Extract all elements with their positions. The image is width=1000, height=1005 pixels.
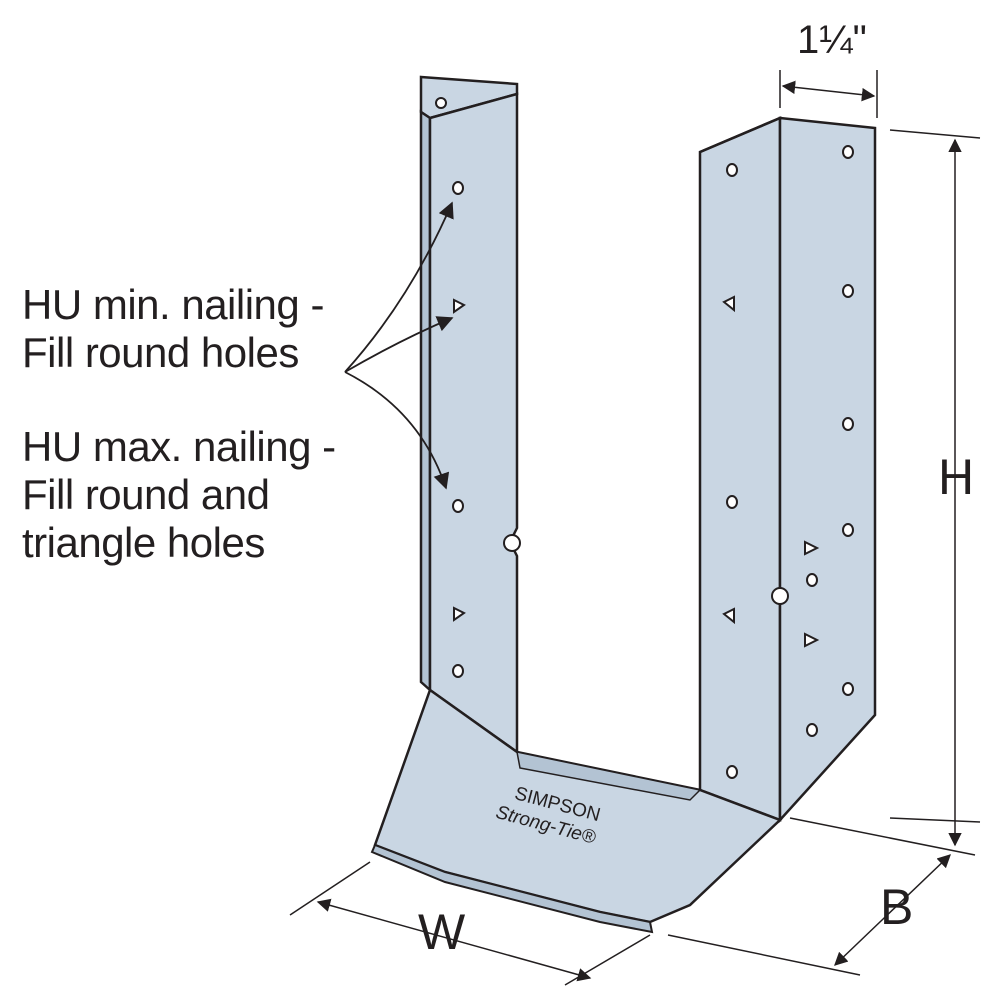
left-side-plate [419, 92, 519, 755]
callout-min-line2: Fill round holes [22, 329, 299, 376]
callout-min-line1: HU min. nailing - [22, 281, 324, 328]
dimension-lines [289, 70, 981, 986]
right-side-plate [698, 116, 877, 824]
dimension-width-label: W [418, 904, 466, 960]
callout-max-line3: triangle holes [22, 519, 265, 566]
dimension-base-label: B [880, 879, 914, 935]
simpson-logo: SIMPSON Strong-Tie® [493, 783, 602, 849]
dimension-top-label: 1¼" [797, 18, 867, 62]
callout-leaders [344, 201, 454, 490]
dimension-height-label: H [938, 449, 975, 505]
callout-max-line2: Fill round and [22, 471, 270, 518]
callout-max-line1: HU max. nailing - [22, 423, 336, 470]
round-holes [452, 145, 854, 779]
triangle-holes [453, 295, 820, 648]
